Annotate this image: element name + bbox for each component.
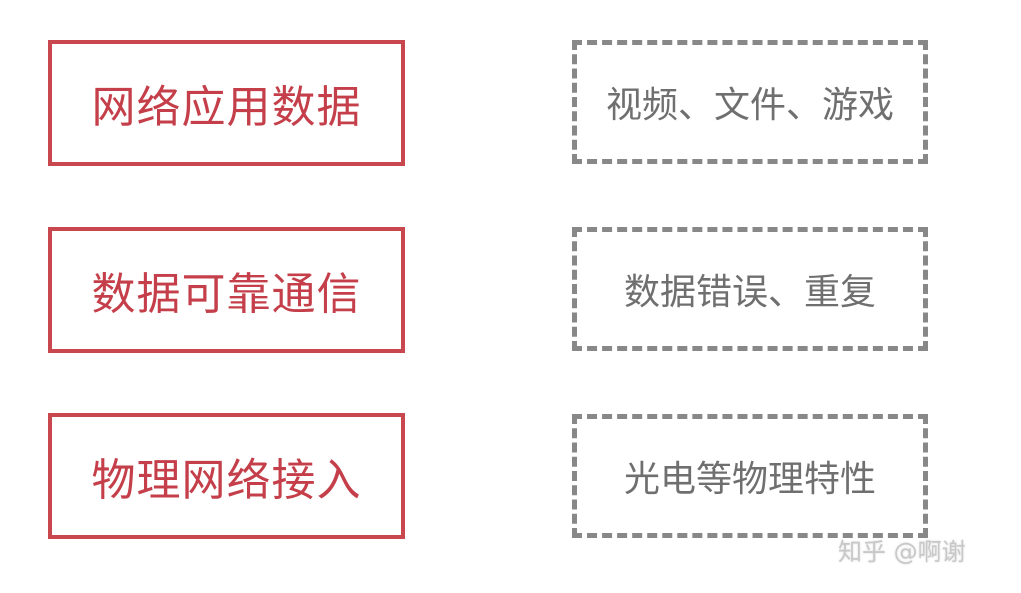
note-label: 视频、文件、游戏	[605, 85, 894, 126]
layer-box-application: 网络应用数据	[48, 40, 405, 166]
layer-label: 网络应用数据	[91, 82, 362, 133]
layer-label: 物理网络接入	[91, 455, 362, 506]
layer-label: 数据可靠通信	[91, 269, 362, 320]
note-box-physical-access: 光电等物理特性	[572, 414, 928, 538]
note-box-application: 视频、文件、游戏	[572, 40, 928, 164]
note-label: 光电等物理特性	[623, 459, 876, 500]
layer-box-physical-access: 物理网络接入	[48, 413, 405, 539]
note-label: 数据错误、重复	[623, 272, 876, 313]
note-box-reliable-communication: 数据错误、重复	[572, 227, 928, 351]
watermark: 知乎 @啊谢	[838, 538, 966, 566]
layer-box-reliable-communication: 数据可靠通信	[48, 227, 405, 353]
